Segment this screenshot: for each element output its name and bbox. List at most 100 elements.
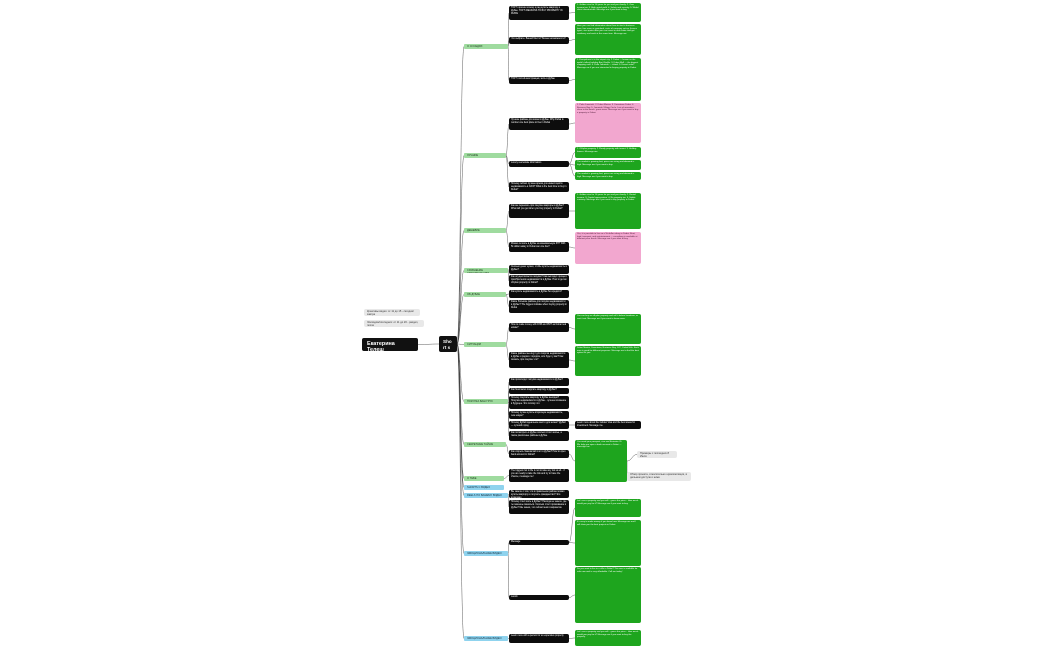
connector-category-situacii-question-q13 [505, 327, 510, 345]
question-q16[interactable]: Как безопасно покупать квартиру в Дубае? [509, 388, 569, 394]
connector-hub-node-category-reels [456, 343, 465, 496]
question-q9[interactable]: Сколько денег нужно, чтобы купить недвиж… [509, 265, 569, 274]
question-q5[interactable]: Luxury real estate information [509, 161, 569, 167]
connector-hub-node-category-emocionalnye-2 [456, 343, 465, 639]
connector-category-situacii-question-q14 [505, 344, 510, 361]
note-left-1: Креативы видео: от 11 до 15 - сегодня/за… [364, 309, 420, 316]
note-left-2: Эпизодов/последних: от 11 до 20 - раздел… [364, 320, 424, 327]
question-q19[interactable]: Почему Дубай идеальное место для жизни? … [509, 421, 569, 429]
question-q3[interactable]: TOP 5 гостей-иностранцев, жить в Дубае [509, 77, 569, 84]
hub-node[interactable]: Short s [439, 336, 457, 352]
question-q11[interactable]: Как купить недвижимость в Дубае без кред… [509, 290, 569, 298]
answer-a14[interactable]: Dubai Marina, Downtown, Business Bay, JV… [575, 346, 641, 376]
category-sekretnye[interactable]: СЕКРЕТНЫЕ ТАЙНЫ [464, 442, 506, 447]
answer-a19[interactable]: Do you want to live in a villa in Dubai?… [575, 567, 641, 623]
connector-category-sekretnye-question-q21 [505, 444, 510, 455]
question-q22[interactable]: The biggest risk in life is not to take … [509, 469, 569, 482]
connector-category-deshevle-question-q8 [505, 230, 510, 248]
connector-root-node-hub-node [417, 343, 440, 345]
answer-a5[interactable]: 1. Off-plan property. 2. Ready property … [575, 147, 641, 158]
category-ttebe[interactable]: О ТЕБЕ [464, 476, 504, 481]
question-q27[interactable]: Learn more with a person for an expensiv… [509, 634, 569, 643]
connector-category-sosedi-question-q1 [507, 12, 510, 47]
answer-a6[interactable]: The market is growing fast, prices are r… [575, 160, 641, 170]
connector-question-q3-answer-a3 [568, 79, 576, 81]
category-sosedi[interactable]: О СОСЕДЯХ [464, 44, 508, 49]
answer-a3[interactable]: 1. Everywhere is in the airport city. 2.… [575, 58, 641, 101]
question-q2[interactable]: Что выбрать: Вашей Мести? Бизнес-возможн… [509, 37, 569, 44]
answer-a8[interactable]: Yes, it is possible to live on a 5k doll… [575, 232, 641, 264]
answer-a16[interactable]: You need your passport, visa and Emirate… [575, 440, 627, 482]
category-emocionalnye[interactable]: ЭМОЦИОНАЛЬНЫЕ ВИДЕО [464, 551, 508, 556]
question-q24[interactable]: Почему стоит жить в Дубае? Никогда не зн… [509, 500, 569, 514]
question-q10[interactable]: Как осуществляется покупка? Как выглядит… [509, 275, 569, 287]
question-q20[interactable]: Как посмотреть в Дубае сколько стоит жил… [509, 431, 569, 441]
category-pokupka[interactable]: ПОКУПКА ВАШ ГРУЗ [464, 399, 508, 404]
category-deshevle[interactable]: ДЕШЕВЛЕ [464, 228, 506, 233]
answer-a13[interactable]: You can buy an off-plan property and sel… [575, 314, 641, 344]
connector-category-ttebe-question-q22 [503, 475, 510, 479]
connector-answer-a16-note-right-1 [626, 454, 638, 462]
category-shorts[interactable]: SHORTS С ВИДЕО [464, 485, 504, 490]
answer-a18[interactable]: It's easy to make money if you know how.… [575, 520, 641, 566]
question-q17[interactable]: Почему покупать квартиру в Дубае выгодно… [509, 396, 569, 409]
connector-hub-node-category-sekretnye [456, 343, 465, 445]
connector-category-deshevle-question-q7 [505, 210, 510, 231]
question-q18[interactable]: Почему лучше купить вторичную недвижимос… [509, 411, 569, 419]
question-q14[interactable]: Какие районы мы ищут для покупки недвижи… [509, 352, 569, 368]
connector-category-sosedi-question-q3 [507, 46, 510, 81]
question-q23[interactable]: Вы знаете о том, что в правильном районе… [509, 490, 569, 498]
connector-question-q25-answer-a17 [568, 507, 576, 543]
question-q21[interactable]: Как открыть банковский счёт в Дубае? How… [509, 450, 569, 458]
question-q26[interactable]: Lavish [509, 595, 569, 600]
connector-hub-node-category-deshevle [456, 230, 465, 345]
root-node[interactable]: Екатерина Телеш [362, 338, 418, 351]
connector-hub-node-category-situacii [456, 343, 465, 345]
question-q7[interactable]: Как же переехать при покупке квартиры в … [509, 204, 569, 218]
note-right-1: Примеры с последних 8 Июля [637, 451, 677, 458]
question-q15[interactable]: Как происходит покупка недвижимости в Ду… [509, 378, 569, 386]
category-sravnenie[interactable]: СРАВНЕНИЕ СТРОИТЕЛЬСТВА [464, 268, 508, 273]
connector-category-dubai-question-q12 [505, 294, 510, 307]
question-q6[interactable]: Почему сейчас лучшее время для инвестици… [509, 182, 569, 192]
connector-category-emocionalnye-question-q25 [507, 542, 510, 554]
answer-a2[interactable]: Here you can find information about how … [575, 24, 641, 55]
connector-category-emocionalnye-question-q26 [507, 553, 510, 598]
connector-question-q5-answer-a6b [568, 163, 576, 177]
connector-hub-node-category-sosedi [456, 46, 465, 345]
connector-hub-node-category-pokupka [456, 343, 465, 402]
answer-a6b[interactable]: The market is growing fast, prices are r… [575, 172, 641, 180]
connector-category-pokupka-question-q20 [507, 401, 510, 437]
category-reels[interactable]: REELS ПО ВАШЕМУ ВИДЕО [464, 493, 508, 498]
category-luchshie[interactable]: ЛУЧШИЕ [464, 153, 506, 158]
category-emocionalnye-2[interactable]: ЭМОЦИОНАЛЬНЫЕ ВИДЕО [464, 636, 508, 641]
connector-question-q5-answer-a5 [568, 152, 576, 165]
connector-category-luchshie-question-q6 [505, 155, 510, 188]
answer-a15[interactable]: Learn more about the Golden Visa and the… [575, 421, 641, 429]
question-q12[interactable]: Какие большие районы для покупки недвижи… [509, 300, 569, 313]
question-q25[interactable]: Message [509, 540, 569, 545]
connector-hub-node-category-sravnenie [456, 270, 465, 345]
connector-category-pokupka-question-q16 [507, 390, 510, 402]
connector-hub-node-category-dubai [456, 294, 465, 345]
category-situacii[interactable]: СИТУАЦИИ [464, 342, 506, 347]
note-right-2: Обзор проекта, относительно шумоизоляции… [627, 472, 691, 481]
connector-question-q27-answer-a20 [568, 637, 576, 639]
question-q13[interactable]: How to make money with DXB and PMT as Du… [509, 323, 569, 332]
connector-question-q14-answer-a14 [568, 359, 576, 362]
category-dubai[interactable]: ОБ ДУБАЕ [464, 292, 506, 297]
answer-a20[interactable]: Let's see a property and you will... gue… [575, 630, 641, 646]
connector-category-sosedi-question-q2 [507, 40, 510, 47]
question-q8[interactable]: Можно ли жить в Дубае на минимальную ЗП?… [509, 242, 569, 252]
answer-a4[interactable]: 1. Palm Jumeirah. 2. Dubai Marina. 3. Do… [575, 103, 641, 143]
question-q4[interactable]: Лучшие районы для жизни в Дубае. Why Dub… [509, 118, 569, 130]
question-q1[interactable]: TOP 5 причин почему я рад купить квартир… [509, 6, 569, 20]
answer-a17[interactable]: Let's see a property and you will... gue… [575, 499, 641, 517]
answer-a7[interactable]: 1. Golden visa for 10 years for you and … [575, 193, 641, 229]
connector-category-luchshie-question-q4 [505, 123, 510, 156]
answer-a1[interactable]: 1. Golden visa for 10 years for you and … [575, 3, 641, 22]
connector-question-q25-answer-a18 [568, 542, 576, 544]
connector-category-dubai-question-q11 [505, 293, 510, 295]
connector-question-q5-answer-a6 [568, 163, 576, 166]
